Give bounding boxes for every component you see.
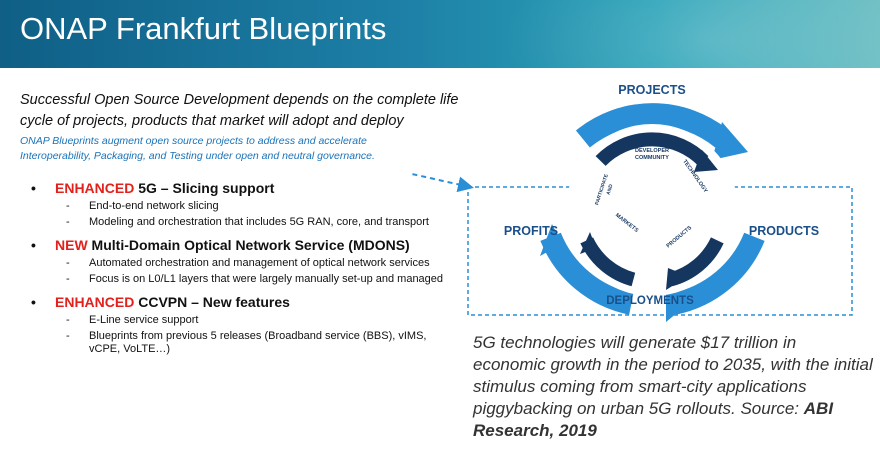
- bullet-list: • ENHANCED 5G – Slicing support -End-to-e…: [20, 175, 450, 356]
- slide-title: ONAP Frankfurt Blueprints: [20, 11, 387, 46]
- slide-header: ONAP Frankfurt Blueprints: [0, 0, 880, 68]
- sub-bullet-text: Focus is on L0/L1 layers that were large…: [89, 273, 444, 285]
- label-projects: PROJECTS: [618, 83, 685, 97]
- bullet-dot: •: [31, 180, 36, 196]
- quote-text: 5G technologies will generate $17 trilli…: [473, 333, 873, 418]
- outer-ring-arrowheads: [540, 122, 748, 322]
- bullet-highlight: ENHANCED: [55, 180, 135, 196]
- label-community: COMMUNITY: [635, 155, 669, 161]
- bullet-highlight: NEW: [55, 237, 88, 253]
- label-profits: PROFITS: [504, 224, 558, 238]
- sub-bullet: -E-Line service support: [66, 314, 199, 326]
- label-and: AND: [606, 183, 615, 196]
- sub-bullet-text: Modeling and orchestration that includes…: [89, 216, 429, 228]
- pointer-arrow: [411, 173, 474, 193]
- sub-bullet-text: Blueprints from previous 5 releases (Bro…: [89, 330, 427, 355]
- bullet-5g-slicing: • ENHANCED 5G – Slicing support: [20, 179, 450, 197]
- intro-statement: Successful Open Source Development depen…: [20, 92, 459, 129]
- label-products: PRODUCTS: [749, 224, 819, 238]
- bullet-dot: •: [31, 294, 36, 310]
- bullet-dot: •: [31, 237, 36, 253]
- research-quote: 5G technologies will generate $17 trilli…: [473, 332, 873, 442]
- sub-bullet-text: E-Line service support: [89, 314, 199, 326]
- bullet-mdons: • NEW Multi-Domain Optical Network Servic…: [20, 236, 450, 254]
- label-developer: DEVELOPER: [635, 148, 669, 154]
- label-deployments: DEPLOYMENTS: [606, 295, 694, 307]
- sub-bullet-text: End-to-end network slicing: [89, 200, 219, 212]
- bullet-ccvpn: • ENHANCED CCVPN – New features: [20, 293, 450, 311]
- inner-ring-arrowheads: [580, 150, 718, 290]
- intro-substatement: ONAP Blueprints augment open source proj…: [20, 135, 375, 162]
- quote-source: ABI Research, 2019: [473, 399, 834, 440]
- bullet-text: CCVPN – New features: [134, 294, 290, 310]
- bullet-text: Multi-Domain Optical Network Service (MD…: [87, 237, 410, 253]
- sub-bullet: -Automated orchestration and management …: [66, 257, 430, 269]
- bullet-text: 5G – Slicing support: [134, 180, 275, 196]
- bullet-highlight: ENHANCED: [55, 294, 135, 310]
- sub-bullet: -End-to-end network slicing: [66, 200, 219, 212]
- sub-bullet-text: Automated orchestration and management o…: [89, 257, 430, 269]
- sub-bullet: -Modeling and orchestration that include…: [66, 216, 429, 228]
- sub-bullet: -Focus is on L0/L1 layers that were larg…: [66, 273, 444, 285]
- cycle-center: [566, 124, 738, 296]
- sub-bullet: -Blueprints from previous 5 releases (Br…: [66, 330, 427, 355]
